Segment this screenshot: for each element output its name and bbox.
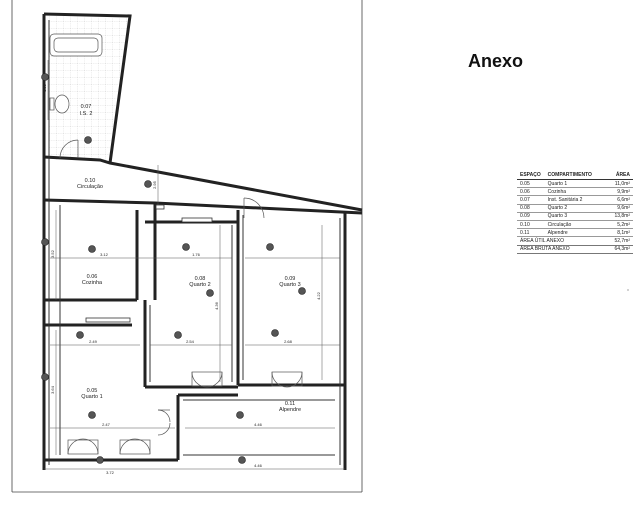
table-row: 0.06 Cozinha 9,9m²: [517, 187, 633, 197]
dimension-label: 4.46: [254, 422, 263, 427]
table-row: 0.07 Inst. Sanitária 2 6,6m²: [517, 195, 633, 205]
room-area: 8,1m²: [603, 228, 633, 238]
dimension-labels: 3.12 1.76 2.49 2.54 2.68 2.47 4.46 3.72 …: [42, 83, 321, 475]
table-row: 0.11 Alpendre 8,1m²: [517, 228, 633, 238]
dimension-label: 4.36: [214, 301, 219, 310]
room-code: 0.07: [81, 104, 92, 110]
room-name: I.S. 2: [80, 111, 93, 117]
space-code: 0.06: [517, 187, 545, 197]
column-header: ÁREA: [603, 171, 633, 180]
space-code: 0.05: [517, 179, 545, 189]
total-label: ÁREA BRUTA ANEXO: [517, 245, 604, 254]
dimension-label: 4.46: [254, 463, 263, 468]
dimension-label: 1.76: [192, 252, 201, 257]
room-code: 0.06: [87, 274, 98, 280]
table-row: 0.08 Quarto 2 9,6m²: [517, 204, 633, 213]
room-code: 0.09: [285, 276, 296, 282]
room-name: Alpendre: [544, 228, 604, 238]
space-code: 0.08: [517, 204, 545, 213]
room-name: Quarto 1: [81, 394, 102, 400]
column-header: ESPAÇO: [517, 171, 545, 180]
room-area: 6,6m²: [603, 195, 633, 205]
dimension-lines: [44, 60, 345, 470]
table-row: 0.10 Circulação 5,2m²: [517, 220, 633, 230]
tick-mark: [627, 289, 629, 291]
room-name: Quarto 3: [279, 282, 300, 288]
total-area: 52,7m²: [603, 236, 633, 246]
room-name: Quarto 2: [544, 204, 604, 213]
space-code: 0.11: [517, 228, 545, 238]
dimension-label: 3.52: [50, 249, 55, 258]
space-code: 0.09: [517, 212, 545, 221]
room-name: Circulação: [77, 184, 103, 190]
photo-markers: [41, 73, 306, 464]
total-label: ÁREA ÚTIL ANEXO: [517, 236, 604, 246]
dimension-label: 2.49: [89, 339, 98, 344]
dimension-label: 4.22: [316, 291, 321, 300]
room-name: Cozinha: [82, 280, 103, 286]
table-row: 0.09 Quarto 3 13,8m²: [517, 212, 633, 221]
thin-walls: [48, 20, 341, 465]
table-header-row: ESPAÇO COMPARTIMENTO ÁREA: [517, 171, 633, 180]
bathroom-fixtures: [49, 33, 103, 114]
room-name: Cozinha: [544, 187, 604, 197]
room-code: 0.08: [195, 276, 206, 282]
room-name: Quarto 1: [544, 179, 604, 189]
walls: [42, 12, 363, 470]
area-table: ESPAÇO COMPARTIMENTO ÁREA 0.05 Quarto 1 …: [517, 171, 633, 254]
dimension-label: 3.12: [100, 252, 109, 257]
room-name: Quarto 2: [189, 282, 210, 288]
doors: [59, 139, 303, 455]
dimension-label: 2.54: [186, 339, 195, 344]
room-labels: 0.07 I.S. 2 0.10 Circulação 0.06 Cozinha…: [77, 104, 301, 413]
table-row: 0.05 Quarto 1 11,0m²: [517, 179, 633, 189]
space-code: 0.07: [517, 195, 545, 205]
dimension-label: 2.95: [152, 180, 157, 189]
room-name: Alpendre: [279, 407, 301, 413]
page-title: Anexo: [468, 51, 524, 71]
total-area: 64,3m²: [603, 245, 633, 254]
total-row: ÁREA ÚTIL ANEXO 52,7m²: [517, 236, 633, 246]
room-name: Inst. Sanitária 2: [544, 195, 604, 205]
room-area: 13,8m²: [603, 212, 633, 221]
room-name: Quarto 3: [544, 212, 604, 221]
room-area: 11,0m²: [603, 179, 633, 189]
room-area: 5,2m²: [603, 220, 633, 230]
total-row: ÁREA BRUTA ANEXO 64,3m²: [517, 245, 633, 254]
room-code: 0.10: [85, 178, 96, 184]
room-code: 0.05: [87, 388, 98, 394]
dimension-label: 2.68: [284, 339, 293, 344]
room-name: Circulação: [544, 220, 604, 230]
sheet-frame: [11, 0, 363, 493]
dimension-label: 2.47: [102, 422, 111, 427]
column-header: COMPARTIMENTO: [544, 171, 604, 180]
room-code: 0.11: [285, 401, 295, 407]
windows: [85, 204, 213, 323]
dimension-label: 1.98: [42, 83, 47, 92]
room-area: 9,9m²: [603, 187, 633, 197]
space-code: 0.10: [517, 220, 545, 230]
room-area: 9,6m²: [603, 204, 633, 213]
dimension-label: 3.72: [106, 470, 115, 475]
dimension-label: 3.64: [50, 385, 55, 394]
